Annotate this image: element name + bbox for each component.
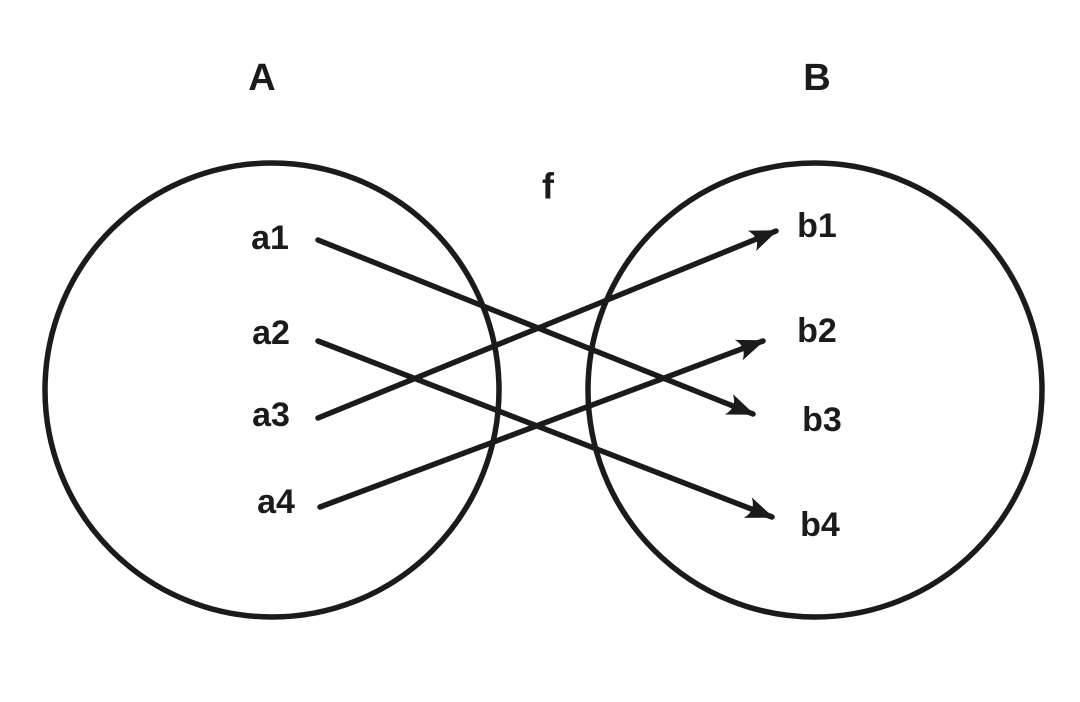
element-label-a1: a1 (251, 219, 289, 257)
element-label-a2: a2 (252, 314, 290, 352)
elements-layer: a1 a2 a3 a4 b1 b2 b3 b4 (251, 207, 842, 544)
set-a-circle (42, 160, 502, 620)
arrow-a4-b2 (317, 338, 766, 510)
element-label-b3: b3 (802, 401, 842, 439)
arrows-layer (315, 228, 779, 520)
arrow-a3-b1 (315, 228, 779, 421)
set-b-title: B (803, 57, 830, 99)
set-a-title: A (248, 57, 275, 99)
element-label-b4: b4 (800, 506, 840, 544)
arrow-a2-b4 (315, 338, 775, 520)
element-label-b1: b1 (797, 207, 837, 245)
function-label: f (542, 166, 555, 207)
set-b-circle (585, 160, 1045, 620)
element-label-a3: a3 (252, 396, 290, 434)
element-label-b2: b2 (797, 312, 837, 350)
element-label-a4: a4 (257, 483, 295, 521)
